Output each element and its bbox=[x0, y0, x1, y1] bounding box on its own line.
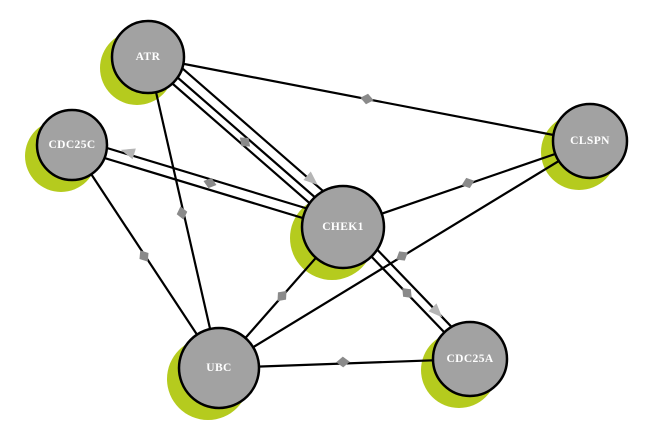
node-atr[interactable] bbox=[110, 19, 186, 95]
edge-atr-chek1[interactable] bbox=[156, 45, 353, 218]
arrowhead-marker bbox=[428, 303, 443, 318]
diamond-marker bbox=[139, 250, 149, 262]
edge-cdc25c-chek1[interactable] bbox=[70, 146, 343, 231]
node-label-atr: ATR bbox=[136, 51, 161, 63]
arrowhead-marker bbox=[120, 148, 136, 160]
node-ubc[interactable] bbox=[177, 326, 261, 410]
diamond-marker bbox=[360, 93, 374, 105]
node-label-chek1: CHEK1 bbox=[322, 221, 364, 233]
node-label-clspn: CLSPN bbox=[570, 135, 610, 147]
arrowhead-marker bbox=[303, 171, 318, 185]
diamond-marker bbox=[277, 290, 287, 302]
node-label-cdc25c: CDC25C bbox=[48, 139, 95, 151]
node-chek1[interactable] bbox=[300, 184, 386, 270]
node-label-cdc25a: CDC25A bbox=[446, 353, 493, 365]
diamond-marker bbox=[203, 177, 217, 189]
diamond-marker bbox=[176, 206, 188, 220]
node-label-ubc: UBC bbox=[206, 362, 231, 374]
diamond-marker bbox=[239, 137, 251, 147]
node-clspn[interactable] bbox=[551, 102, 629, 180]
node-cdc25a[interactable] bbox=[431, 320, 509, 398]
diamond-marker bbox=[336, 356, 350, 368]
diamond-marker bbox=[396, 251, 408, 261]
node-cdc25c[interactable] bbox=[35, 108, 109, 182]
diamond-marker bbox=[402, 288, 412, 298]
diamond-marker bbox=[461, 177, 475, 189]
